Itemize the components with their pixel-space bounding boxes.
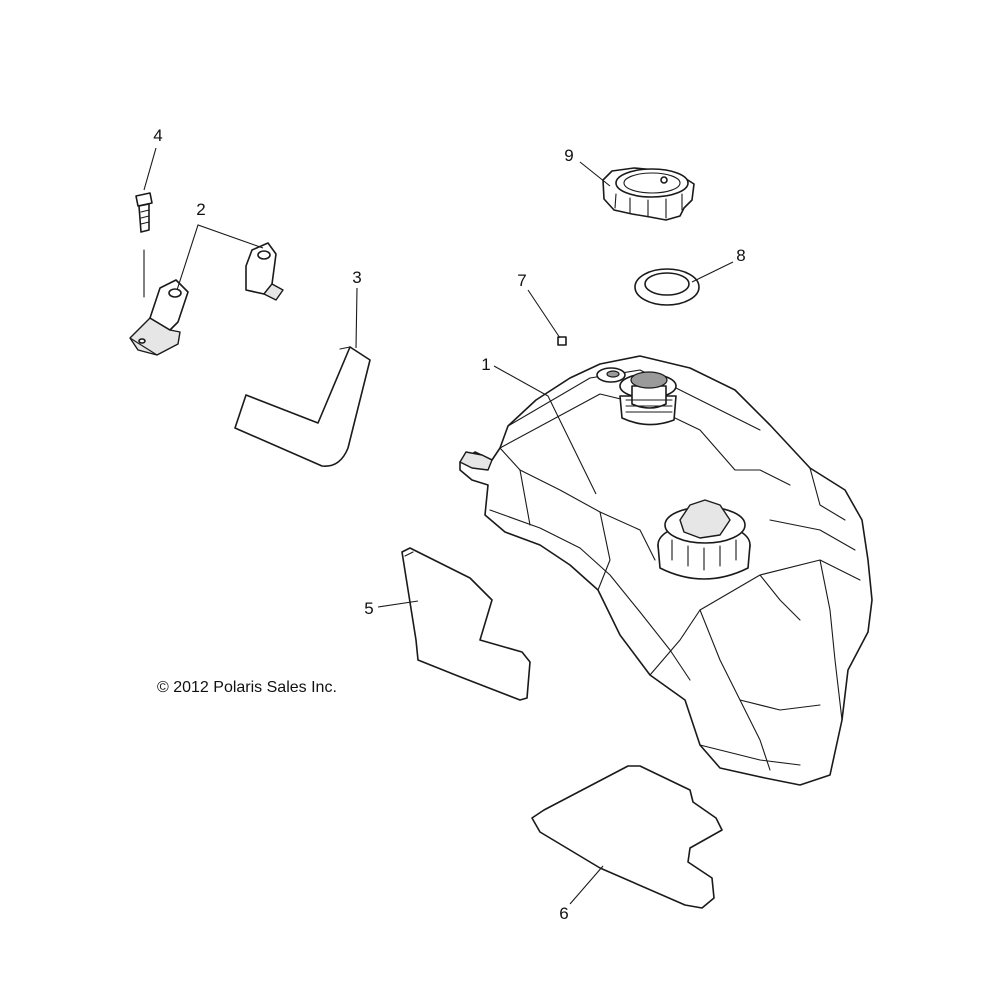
part-8-gasket: [634, 268, 700, 306]
leader-3: [355, 287, 358, 349]
callout-labels: 4 2 3 9 8 7 1 5 6: [153, 126, 745, 923]
callout-6: 6: [559, 904, 568, 923]
part-6-pad: [531, 765, 723, 909]
part-7-pin: [557, 336, 567, 346]
leader-8: [691, 261, 734, 283]
part-4-bolt: [135, 192, 153, 298]
leader-4: [143, 147, 157, 191]
callout-5: 5: [364, 599, 373, 618]
callout-2: 2: [196, 200, 205, 219]
leader-6: [569, 865, 604, 905]
callout-1: 1: [481, 355, 490, 374]
part-3-pad: [234, 346, 371, 467]
part-9-fuel-cap: [602, 167, 695, 221]
callout-4: 4: [153, 126, 162, 145]
callout-3: 3: [352, 268, 361, 287]
part-1-fuel-tank: [459, 355, 873, 786]
callout-9: 9: [564, 146, 573, 165]
leader-5: [377, 600, 419, 608]
leader-lines: [143, 147, 734, 905]
leader-7: [527, 289, 561, 339]
leader-2: [176, 224, 264, 291]
leader-9: [579, 161, 611, 187]
part-2-brackets: [129, 242, 284, 356]
callout-7: 7: [517, 271, 526, 290]
part-5-pad: [401, 547, 531, 701]
leader-1: [493, 365, 597, 495]
callout-8: 8: [736, 246, 745, 265]
copyright-notice: © 2012 Polaris Sales Inc.: [157, 679, 337, 696]
